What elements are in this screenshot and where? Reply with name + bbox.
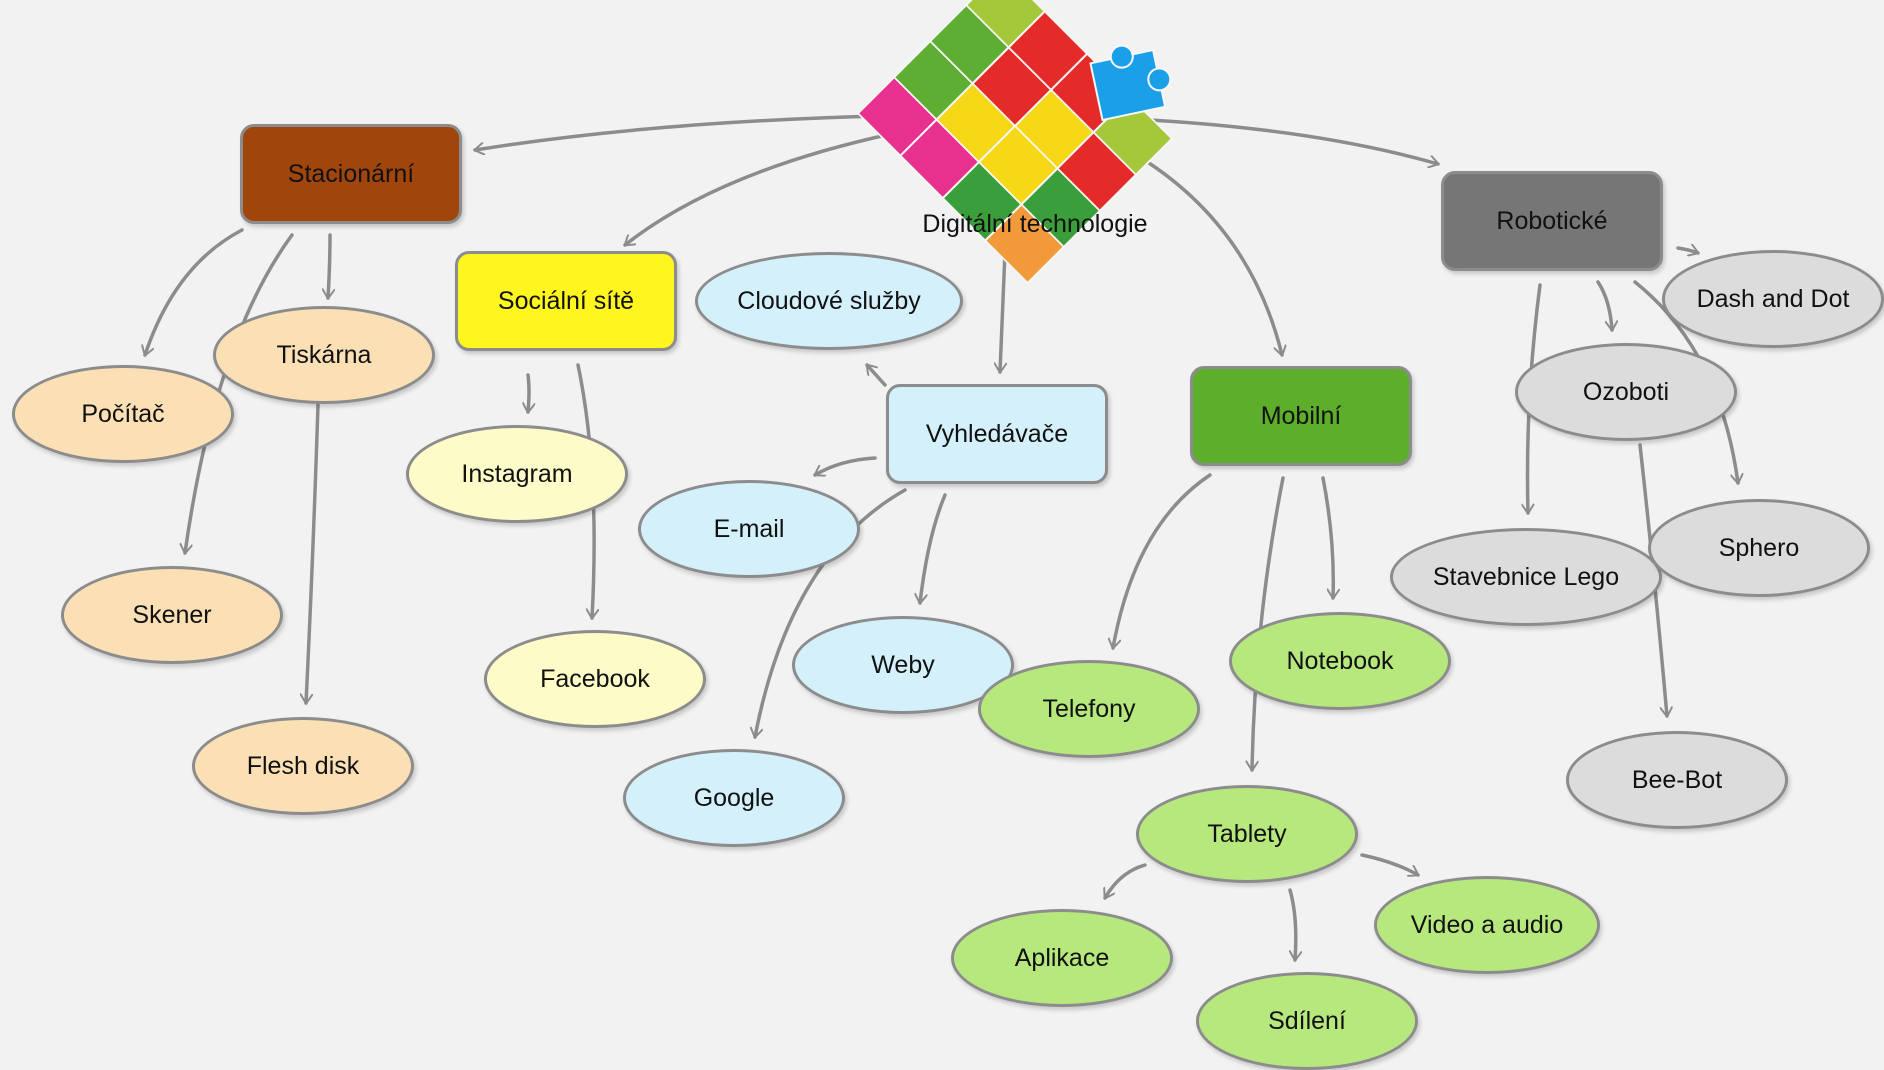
link-center-roboticke	[1148, 118, 1440, 164]
link-socialni-instagram	[528, 373, 529, 414]
node-google[interactable]: Google	[623, 749, 845, 847]
node-bee-bot[interactable]: Bee-Bot	[1566, 731, 1788, 829]
link-tablety-sdileni	[1288, 888, 1296, 962]
node-instagram[interactable]: Instagram	[406, 425, 628, 523]
node-tiskarna[interactable]: Tiskárna	[213, 306, 435, 404]
link-mobilni-notebook	[1321, 476, 1333, 600]
node-stavebnice-lego[interactable]: Stavebnice Lego	[1390, 528, 1662, 626]
link-center-stacionarni	[473, 114, 882, 150]
link-vyhledavace-google	[755, 488, 907, 739]
node-aplikace[interactable]: Aplikace	[951, 909, 1173, 1007]
link-vyhledavace-weby	[920, 493, 947, 605]
node-cloudove-sluzby[interactable]: Cloudové služby	[695, 252, 963, 350]
category-roboticke[interactable]: Robotické	[1441, 171, 1663, 271]
node-email[interactable]: E-mail	[638, 480, 860, 578]
link-roboticke-dash	[1676, 248, 1700, 253]
link-roboticke-ozoboti	[1596, 280, 1612, 332]
node-telefony[interactable]: Telefony	[978, 660, 1200, 758]
link-vyhledavace-email	[813, 456, 877, 477]
link-mobilni-tablety	[1252, 476, 1285, 772]
link-mobilni-telefony	[1113, 473, 1212, 650]
node-video-a-audio[interactable]: Video a audio	[1374, 876, 1600, 974]
link-center-vyhledavace	[1000, 250, 1005, 374]
category-stacionarni[interactable]: Stacionární	[240, 124, 462, 224]
node-tablety[interactable]: Tablety	[1136, 785, 1358, 883]
link-center-mobilni	[1136, 154, 1282, 357]
node-ozoboti[interactable]: Ozoboti	[1515, 343, 1737, 441]
link-center-socialni	[623, 130, 902, 247]
node-sphero[interactable]: Sphero	[1648, 499, 1870, 597]
node-sdileni[interactable]: Sdílení	[1196, 972, 1418, 1070]
center-title: Digitální technologie	[922, 210, 1148, 238]
node-skener[interactable]: Skener	[61, 566, 283, 664]
node-flesh-disk[interactable]: Flesh disk	[192, 717, 414, 815]
link-stacionarni-tiskarna	[328, 233, 330, 300]
category-vyhledavace[interactable]: Vyhledávače	[886, 384, 1108, 484]
node-dash-and-dot[interactable]: Dash and Dot	[1662, 250, 1884, 348]
node-notebook[interactable]: Notebook	[1229, 612, 1451, 710]
puzzle-icon	[857, 0, 1173, 284]
link-stacionarni-pocitac	[145, 228, 244, 357]
link-vyhledavace-cloud	[865, 363, 887, 387]
category-mobilni[interactable]: Mobilní	[1190, 366, 1412, 466]
node-pocitac[interactable]: Počítač	[12, 365, 234, 463]
node-weby[interactable]: Weby	[792, 616, 1014, 714]
category-socialni-site[interactable]: Sociální sítě	[455, 251, 677, 351]
node-facebook[interactable]: Facebook	[484, 630, 706, 728]
link-tiskarna-flesh	[306, 403, 320, 705]
link-tablety-video	[1360, 853, 1420, 875]
link-tablety-aplikace	[1105, 863, 1147, 900]
